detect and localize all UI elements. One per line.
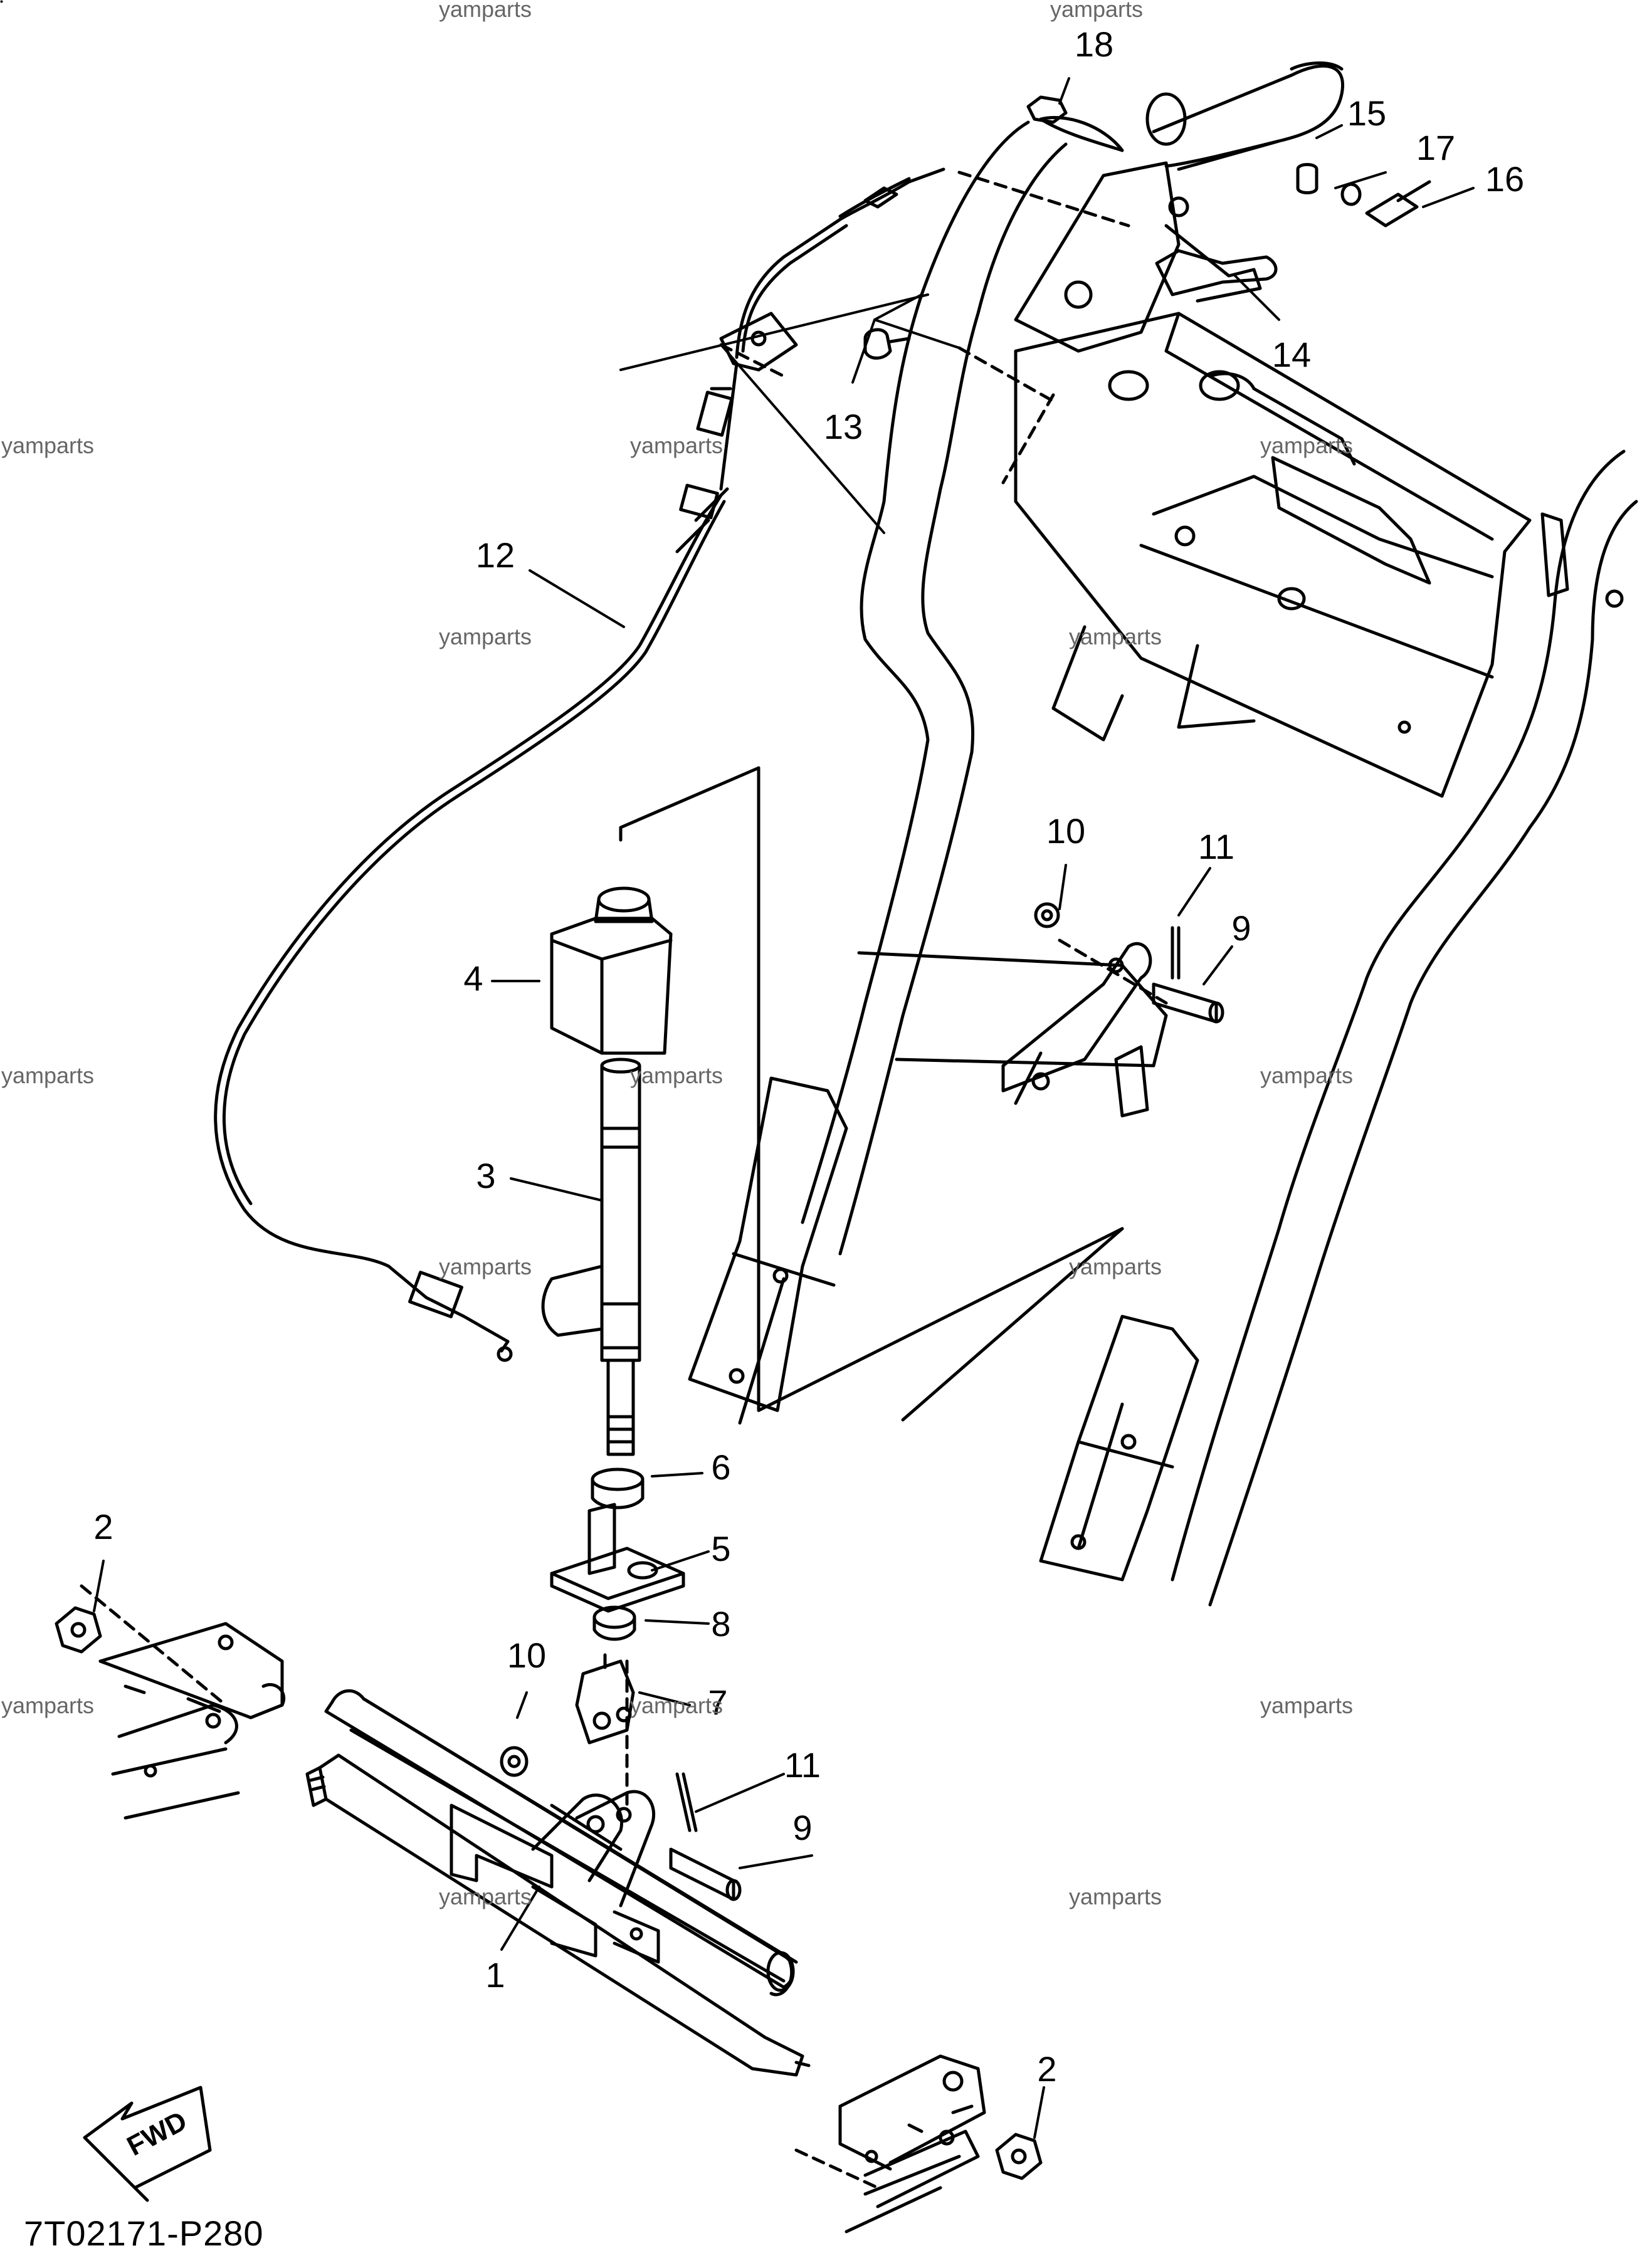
watermark: yamparts [1,1693,95,1718]
watermark: yamparts [439,1254,532,1279]
part-7-clevis [575,1653,635,1745]
callout-9-upper: 9 [1231,908,1251,948]
callout-3: 3 [476,1156,495,1195]
watermark: yamparts [439,624,532,649]
cable-bracket [719,312,798,372]
callout-13: 13 [824,407,863,446]
pivot-bracket-upper [857,942,1168,1118]
part-1-axle [305,1689,811,2077]
part-5-plate [550,1503,685,1613]
watermark: yamparts [439,0,532,22]
callout-9-lower: 9 [792,1808,812,1847]
callout-8: 8 [711,1604,730,1644]
callout-17: 17 [1416,128,1455,167]
watermark: yamparts [1,1063,95,1088]
leader-dashed [80,171,1168,2190]
part-4-boot [550,886,673,1055]
callout-10-upper: 10 [1046,811,1085,851]
callout-16: 16 [1485,159,1524,199]
callout-10-lower: 10 [507,1635,546,1675]
watermark: yamparts [439,1884,532,1909]
callout-5: 5 [711,1529,730,1568]
watermark: yamparts [630,1693,724,1718]
frame-lower-rails [688,1076,1199,1582]
callout-15: 15 [1347,93,1386,133]
part-code: 7T02171-P280 [24,2213,264,2253]
watermark: yamparts [1050,0,1144,22]
part-3-shaft [541,1058,641,1456]
callout-labels: 18 15 17 16 14 13 12 4 3 10 11 9 6 5 2 8… [93,24,1524,2089]
watermark: yamparts [1,433,95,458]
frame-cross-member [1014,312,1532,798]
watermark: yamparts [630,1063,724,1088]
callout-2-left: 2 [93,1507,113,1546]
callout-14: 14 [1272,335,1311,374]
lower-right-frame [838,2054,986,2234]
part-6-collar [591,1467,645,1509]
lower-left-frame [98,1622,286,1820]
frame-right-tube [1171,449,1638,1607]
callout-2-right: 2 [1037,2049,1056,2089]
fwd-arrow [83,2086,212,2202]
callout-1: 1 [485,1955,505,1995]
callout-18: 18 [1075,24,1113,64]
callout-6: 6 [711,1447,730,1487]
watermark: yamparts [1260,1063,1354,1088]
callout-12: 12 [476,535,515,575]
watermark: yamparts [1069,624,1162,649]
hardware [55,95,1431,2180]
watermark: yamparts [1260,433,1354,458]
watermark: yamparts [1069,1254,1162,1279]
throttle-cable [214,167,945,1362]
assembly-outline [619,766,1124,1422]
callout-11-upper: 11 [1198,827,1234,866]
callout-11-lower: 11 [784,1745,821,1785]
callout-4: 4 [463,958,483,998]
callout-7: 7 [708,1683,727,1722]
part-8-nut [592,1605,636,1641]
watermark: yamparts [1069,1884,1162,1909]
watermark: yamparts [630,433,724,458]
watermark: yamparts [1260,1693,1354,1718]
